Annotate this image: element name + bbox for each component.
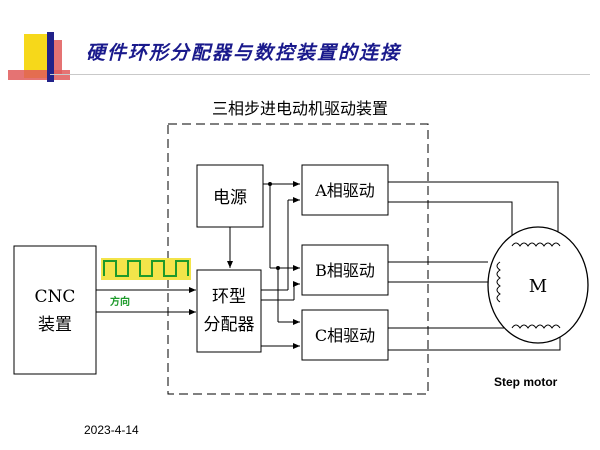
pulse-waveform: [103, 260, 189, 277]
junction-dot: [268, 182, 272, 186]
direction-label: 方向: [110, 295, 130, 308]
ring-distributor-label-top: 环型: [212, 287, 246, 307]
driver-group-label: 三相步进电动机驱动装置: [212, 99, 388, 118]
step-motor-outline: [487, 226, 589, 344]
step-motor-label: Step motor: [494, 375, 558, 389]
cnc-label: CNC: [35, 287, 76, 307]
phase-b-driver-label: B相驱动: [315, 261, 375, 280]
motor-winding-c: [511, 324, 561, 329]
cnc-device-box: [13, 245, 97, 375]
phase-c-driver-label: C相驱动: [315, 326, 375, 345]
motor-winding-a: [511, 242, 561, 247]
title-corner-decoration: [8, 32, 70, 82]
title-divider: [50, 74, 590, 75]
ring-distributor-label-bottom: 分配器: [204, 315, 255, 335]
ring-distributor-box: [196, 269, 262, 353]
phase-b-driver-box: [301, 244, 389, 296]
phase-a-driver-box: [301, 164, 389, 216]
junction-dot: [276, 266, 280, 270]
phase-a-to-motor-wire: [388, 181, 559, 242]
power-supply-box: [196, 164, 264, 228]
phase-c-driver-box: [301, 309, 389, 361]
motor-label: M: [529, 276, 547, 297]
cnc-device-label: 装置: [38, 315, 72, 335]
power-supply-label: 电源: [213, 188, 247, 208]
phase-a-driver-label: A相驱动: [314, 181, 375, 200]
slide-title: 硬件环形分配器与数控装置的连接: [86, 42, 402, 64]
pulse-signal-band: [101, 258, 191, 280]
phase-a-return-wire: [388, 201, 513, 242]
motor-winding-b: [496, 261, 501, 303]
slide-date: 2023-4-14: [84, 423, 139, 437]
